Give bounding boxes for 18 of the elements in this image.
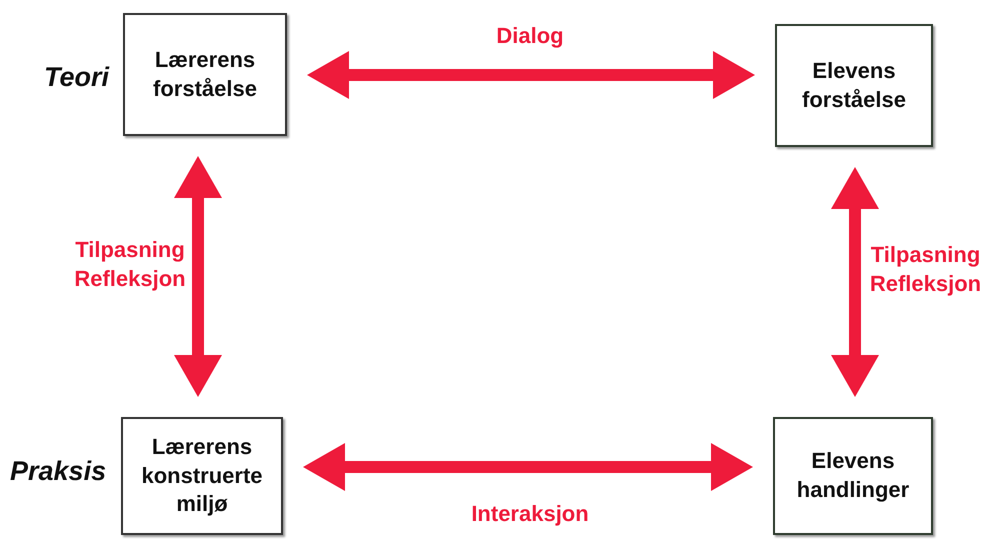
- double-arrow: [307, 51, 755, 99]
- edge-label: Dialog: [495, 22, 565, 50]
- box-label: Elevens forståelse: [801, 56, 907, 114]
- concept-box: [775, 24, 933, 147]
- double-arrow: [831, 167, 879, 397]
- double-arrow: [174, 156, 222, 397]
- box-label: Elevens handlinger: [796, 447, 910, 504]
- concept-box: [121, 417, 283, 535]
- edge-label: Interaksjon: [470, 500, 590, 528]
- row-heading: Teori: [44, 62, 110, 93]
- box-label: Lærerens forståelse: [152, 46, 258, 102]
- row-heading: Praksis: [10, 456, 106, 487]
- edge-label: Tilpasning Refleksjon: [73, 236, 187, 293]
- box-label: Lærerens konstruerte miljø: [140, 433, 264, 518]
- concept-box: [123, 13, 287, 136]
- concept-box: [773, 417, 933, 535]
- edge-label: Tilpasning Refleksjon: [868, 241, 982, 298]
- double-arrow: [303, 443, 753, 491]
